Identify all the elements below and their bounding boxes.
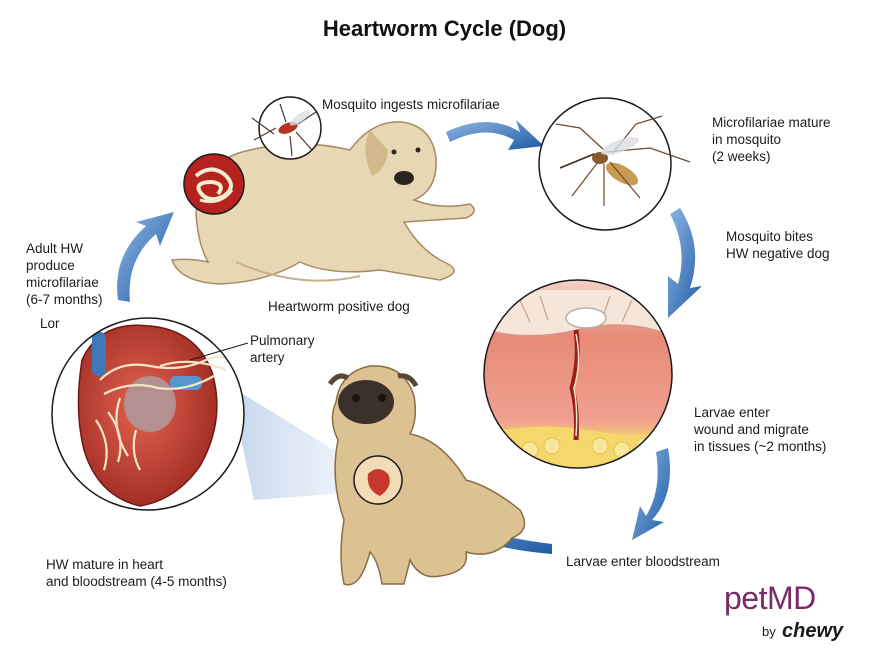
label-larvae-bloodstream: Larvae enter bloodstream (566, 553, 720, 570)
label-hw-mature: HW mature in heart and bloodstream (4-5 … (46, 556, 227, 590)
label-mosquito-bites: Mosquito bites HW negative dog (726, 228, 830, 262)
cycle-arrow-right-upper (668, 208, 702, 318)
cycle-arrow-top (446, 120, 544, 150)
label-pulmonary-artery: Pulmonary artery (250, 332, 315, 366)
brand-logo: petMD (724, 580, 816, 617)
cycle-arrow-left (117, 212, 174, 302)
label-adult-hw: Adult HW produce microfilariae (6-7 mont… (26, 240, 103, 308)
mosquito-large-inset (539, 98, 690, 230)
heart-inset (52, 318, 248, 510)
worms-inset (184, 154, 244, 214)
label-larvae-enter-wound: Larvae enter wound and migrate in tissue… (694, 404, 826, 455)
label-mosquito-ingests: Mosquito ingests microfilariae (322, 96, 500, 113)
label-microfilariae-mature: Microfilariae mature in mosquito (2 week… (712, 114, 831, 165)
page-title: Heartworm Cycle (Dog) (0, 16, 889, 42)
skin-cross-section-inset (484, 280, 672, 470)
brand-chewy: chewy (782, 620, 843, 643)
brand-by: by (762, 624, 776, 639)
label-lor: Lor (40, 315, 60, 332)
cycle-arrow-right-lower (632, 448, 670, 540)
label-positive-dog: Heartworm positive dog (268, 298, 410, 315)
